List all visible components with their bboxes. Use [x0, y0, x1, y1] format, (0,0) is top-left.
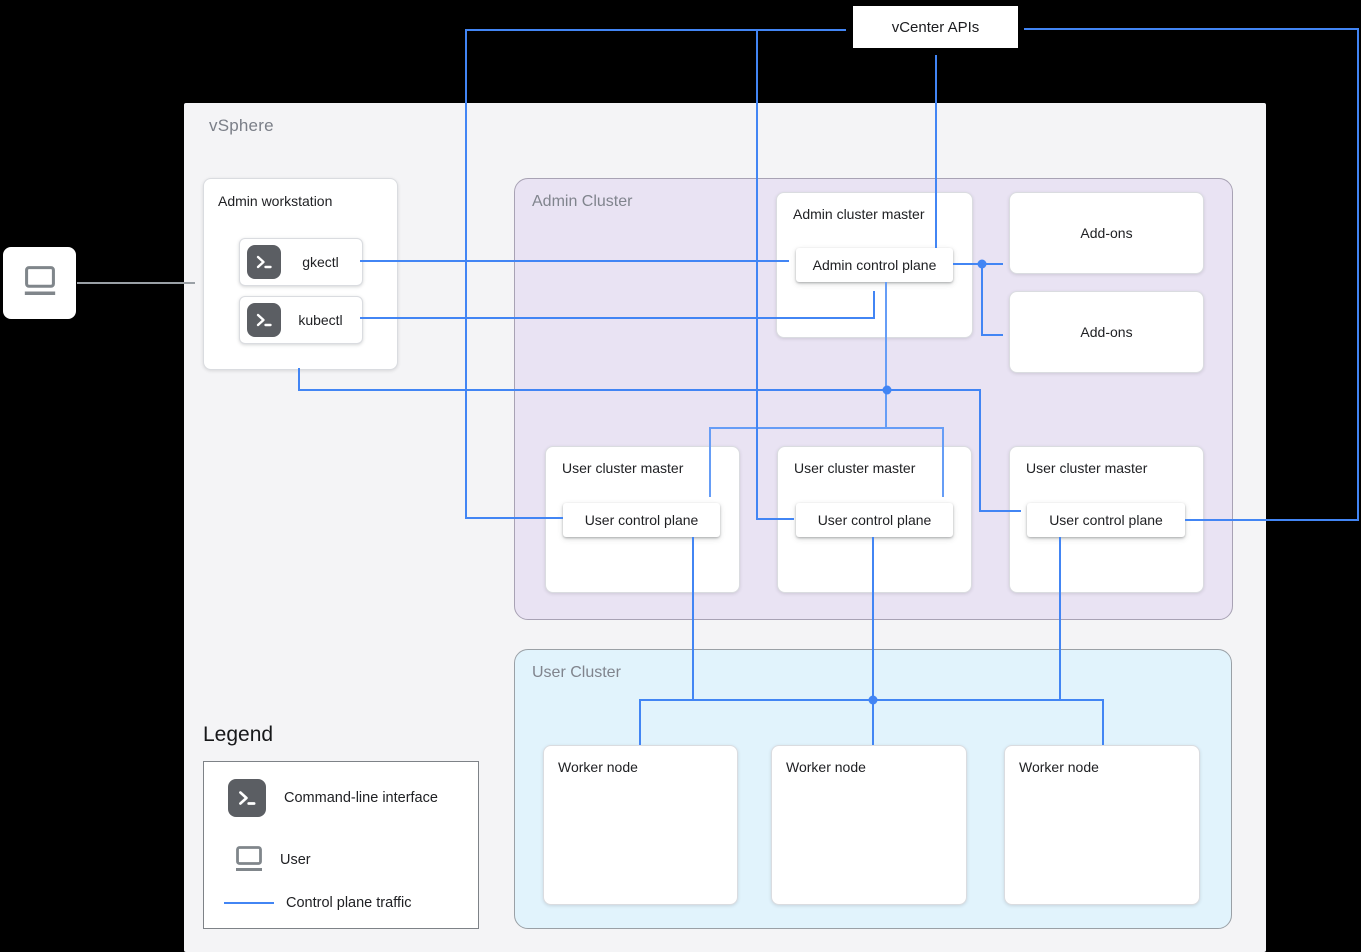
- addons-label: Add-ons: [1080, 324, 1133, 340]
- user-control-plane-label: User control plane: [817, 512, 932, 528]
- vsphere-label: vSphere: [209, 116, 274, 135]
- kubectl-node: kubectl: [239, 296, 363, 344]
- legend-cli-label: Command-line interface: [284, 790, 438, 806]
- terminal-icon: [247, 303, 281, 337]
- control-plane-line-swatch: [224, 902, 274, 904]
- vcenter-apis-node: vCenter APIs: [853, 6, 1018, 48]
- worker-node-card: Worker node: [771, 745, 967, 905]
- gkectl-label: gkectl: [302, 254, 339, 270]
- legend-traffic-label: Control plane traffic: [286, 895, 412, 911]
- terminal-icon: [247, 245, 281, 279]
- legend-user-label: User: [280, 852, 311, 868]
- worker-node-title: Worker node: [558, 759, 638, 775]
- user-control-plane-label: User control plane: [584, 512, 699, 528]
- user-cluster-master-title: User cluster master: [1026, 460, 1148, 476]
- user-node: [3, 247, 76, 319]
- user-control-plane-node: User control plane: [563, 503, 720, 537]
- admin-control-plane-node: Admin control plane: [796, 248, 953, 282]
- user-cluster-master-title: User cluster master: [562, 460, 684, 476]
- user-cluster-label: User Cluster: [532, 664, 621, 681]
- worker-node-card: Worker node: [543, 745, 738, 905]
- worker-node-title: Worker node: [786, 759, 866, 775]
- legend-box: Command-line interface User Control plan…: [203, 761, 479, 929]
- terminal-icon: [228, 779, 266, 817]
- laptop-icon: [231, 844, 267, 879]
- gkectl-node: gkectl: [239, 238, 363, 286]
- admin-cluster-label: Admin Cluster: [532, 193, 633, 210]
- user-control-plane-node: User control plane: [796, 503, 953, 537]
- user-cluster-master-title: User cluster master: [794, 460, 916, 476]
- addons-node: Add-ons: [1009, 291, 1204, 373]
- admin-workstation-title: Admin workstation: [218, 193, 333, 209]
- kubectl-label: kubectl: [298, 312, 343, 328]
- user-control-plane-label: User control plane: [1049, 512, 1163, 528]
- admin-control-plane-label: Admin control plane: [812, 257, 937, 273]
- admin-cluster-master-title: Admin cluster master: [793, 206, 925, 222]
- vcenter-apis-label: vCenter APIs: [891, 18, 980, 36]
- worker-node-title: Worker node: [1019, 759, 1099, 775]
- admin-workstation-card: Admin workstation gkectl kubectl: [203, 178, 398, 370]
- addons-node: Add-ons: [1009, 192, 1204, 274]
- worker-node-card: Worker node: [1004, 745, 1200, 905]
- legend-title: Legend: [203, 723, 274, 746]
- laptop-icon: [19, 263, 61, 304]
- addons-label: Add-ons: [1080, 225, 1133, 241]
- user-control-plane-node: User control plane: [1027, 503, 1185, 537]
